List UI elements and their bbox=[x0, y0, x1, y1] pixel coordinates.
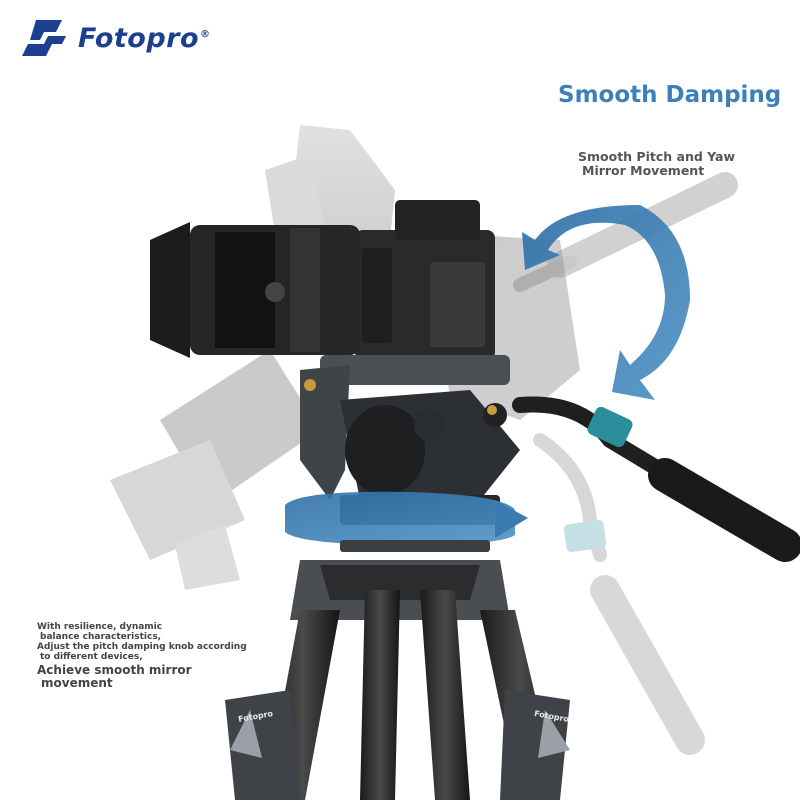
camera-body bbox=[355, 200, 495, 360]
subheadline-line-2: Mirror Movement bbox=[582, 163, 705, 178]
description-line-4: to different devices, bbox=[40, 652, 143, 662]
camera-lens bbox=[150, 222, 360, 358]
subheadline: Smooth Pitch and Yaw Mirror Movement bbox=[578, 150, 735, 178]
description-line-2: balance characteristics, bbox=[40, 632, 162, 642]
tripod-legs bbox=[225, 560, 570, 800]
feature-description: With resilience, dynamic balance charact… bbox=[37, 622, 247, 690]
yaw-rotation-arrow-icon bbox=[285, 491, 528, 552]
ghost-handle-lower bbox=[533, 433, 705, 755]
fotopro-logo-icon bbox=[22, 20, 66, 56]
headline: Smooth Damping bbox=[558, 82, 782, 108]
brand-name: Fotopro® bbox=[78, 22, 211, 54]
description-line-1: With resilience, dynamic bbox=[37, 622, 163, 632]
brand-logo: Fotopro® bbox=[22, 18, 211, 58]
description-line-6: movement bbox=[41, 676, 113, 690]
pan-handle bbox=[512, 396, 800, 562]
description-line-5: Achieve smooth mirror bbox=[37, 663, 192, 677]
subheadline-line-1: Smooth Pitch and Yaw bbox=[578, 149, 736, 164]
pitch-rotation-arrow-icon bbox=[522, 205, 690, 400]
description-line-3: Adjust the pitch damping knob according bbox=[37, 642, 247, 652]
